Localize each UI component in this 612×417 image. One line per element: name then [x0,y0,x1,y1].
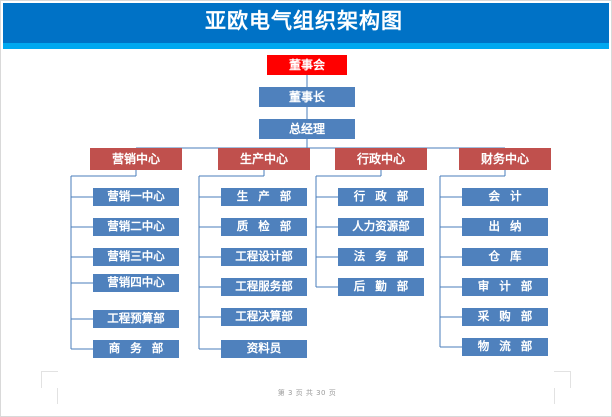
org-node-leaf-4-2: 出 纳 [462,218,548,236]
org-node-leaf-2-4: 工程服务部 [221,278,307,296]
margin-mark-bottom-right [554,371,571,388]
title-banner-accent-strip [3,43,609,49]
org-node-leaf-1-2: 营销二中心 [93,218,179,236]
org-node-leaf-3-4: 后 勤 部 [338,278,424,296]
org-node-leaf-1-3: 营销三中心 [93,248,179,266]
org-node-leaf-4-6: 物 流 部 [462,338,548,356]
org-node-leaf-3-1: 行 政 部 [338,188,424,206]
org-node-leaf-2-1: 生 产 部 [221,188,307,206]
org-node-leaf-1-6: 商 务 部 [93,340,179,358]
org-node-center-1: 营销中心 [90,148,182,170]
org-node-leaf-2-2: 质 检 部 [221,218,307,236]
org-node-center-4: 财务中心 [459,148,551,170]
org-node-leaf-3-3: 法 务 部 [338,248,424,266]
org-node-leaf-2-6: 资料员 [221,340,307,358]
org-node-center-3: 行政中心 [335,148,427,170]
org-node-leaf-4-3: 仓 库 [462,248,548,266]
org-node-executive-1: 董事长 [259,87,355,107]
org-chart: 董事会董事长总经理营销中心营销一中心营销二中心营销三中心营销四中心工程预算部商 … [1,49,611,369]
org-node-center-2: 生产中心 [218,148,310,170]
org-node-leaf-4-4: 审 计 部 [462,278,548,296]
org-node-leaf-2-3: 工程设计部 [221,248,307,266]
page-title: 亚欧电气组织架构图 [205,9,403,33]
org-node-leaf-2-5: 工程决算部 [221,308,307,326]
title-banner [3,3,609,43]
org-node-leaf-4-1: 会 计 [462,188,548,206]
org-node-board-of-directors: 董事会 [267,55,347,75]
org-node-leaf-3-2: 人力资源部 [338,218,424,236]
org-node-leaf-1-1: 营销一中心 [93,188,179,206]
org-node-leaf-1-5: 工程预算部 [93,310,179,328]
org-node-executive-2: 总经理 [259,119,355,139]
margin-mark-bottom-left-tick [57,388,58,404]
org-chart-connectors [70,75,506,350]
org-node-leaf-1-4: 营销四中心 [93,274,179,292]
margin-mark-bottom-left [41,371,58,388]
page-footer: 第 3 页 共 30 页 [277,389,337,397]
org-node-leaf-4-5: 采 购 部 [462,308,548,326]
margin-mark-bottom-right-tick [554,388,555,404]
